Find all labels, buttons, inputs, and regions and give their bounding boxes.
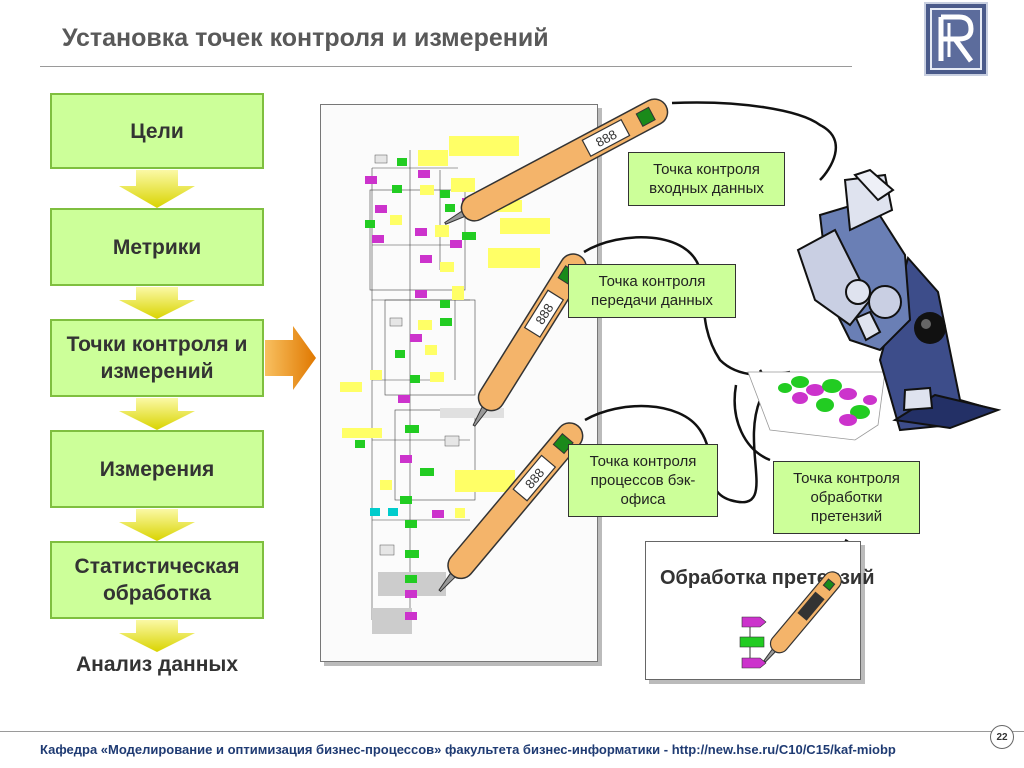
callout-data-transfer: Точка контроля передачи данных — [568, 264, 736, 318]
claims-panel — [645, 541, 861, 680]
callout-input-data: Точка контроля входных данных — [628, 152, 785, 206]
step-metrics: Метрики — [50, 208, 264, 286]
step-measurements-label: Измерения — [99, 457, 215, 481]
process-map — [369, 150, 476, 620]
down-arrow-3 — [119, 398, 195, 430]
right-arrow-icon — [265, 326, 316, 390]
step-statistics: Статистическая обработка — [50, 541, 264, 619]
step-statistics-label: Статистическая обработка — [74, 555, 240, 605]
claims-panel-title: Обработка претензий — [660, 567, 875, 589]
step-metrics-label: Метрики — [112, 235, 202, 259]
hse-logo — [924, 2, 988, 76]
microscope-icon — [747, 168, 1002, 441]
step-control-points-label: Точки контроля и измерений — [66, 333, 248, 383]
callout-claims: Точка контроля обработки претензий — [773, 461, 920, 534]
footer-text: Кафедра «Моделирование и оптимизация биз… — [40, 742, 896, 757]
step-data-analysis: Анализ данных — [75, 653, 239, 676]
thermometer-transfer-icon: 888 — [472, 253, 587, 427]
down-arrow-5 — [119, 620, 195, 652]
step-goals-label: Цели — [130, 119, 184, 143]
down-arrow-2 — [119, 287, 195, 319]
step-measurements: Измерения — [50, 430, 264, 508]
thermometer-input-icon: 888 — [444, 98, 669, 225]
down-arrow-1 — [119, 170, 195, 208]
process-map-nodes — [340, 136, 550, 634]
hse-emblem-icon — [930, 8, 982, 70]
callout-backoffice: Точка контроля процессов бэк-офиса — [568, 444, 718, 517]
title-divider — [40, 66, 852, 67]
down-arrow-4 — [119, 509, 195, 541]
thermometer-backoffice-icon: 888 — [438, 422, 584, 593]
page-title: Установка точек контроля и измерений — [62, 24, 549, 52]
step-control-points: Точки контроля и измерений — [50, 319, 264, 397]
page-number: 22 — [990, 725, 1014, 749]
step-goals: Цели — [50, 93, 264, 169]
footer-divider — [0, 731, 1024, 732]
